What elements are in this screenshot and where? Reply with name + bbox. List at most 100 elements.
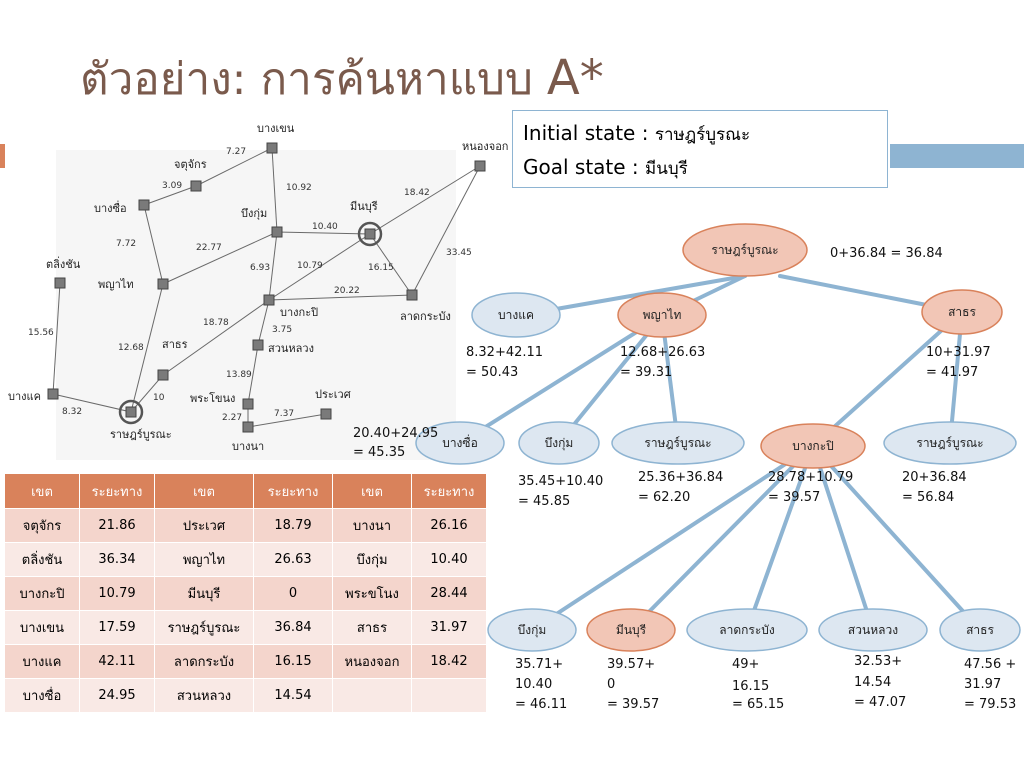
marker-suanluang bbox=[252, 339, 264, 351]
f-l1-0-a: 8.32+42.11 bbox=[466, 345, 543, 360]
initial-state-line: Initial state : ราษฎร์บูรณะ bbox=[523, 117, 877, 151]
tree-l2-label-0: บางซื่อ bbox=[442, 434, 478, 450]
tree-l2-label-2: ราษฎร์บูรณะ bbox=[644, 436, 711, 451]
edge-buengkum-bangkapi bbox=[268, 231, 278, 301]
tree-node-l1-phayathai: พญาไท bbox=[617, 292, 707, 338]
label-suanluang: สวนหลวง bbox=[268, 342, 314, 355]
weight-e4: 18.42 bbox=[404, 188, 430, 198]
weight-e20: 2.27 bbox=[222, 413, 242, 423]
weight-e15: 3.75 bbox=[272, 325, 292, 335]
label-bangna: บางนา bbox=[232, 440, 264, 453]
goal-state-value: มีนบุรี bbox=[645, 159, 688, 179]
f-l3-2-b: 16.15 bbox=[732, 679, 769, 694]
weight-e17: 10 bbox=[153, 393, 165, 403]
label-bangsue: บางซื่อ bbox=[94, 200, 127, 215]
tree-l3-label-4: สาธร bbox=[966, 623, 994, 637]
table-cell: 28.44 bbox=[411, 576, 487, 611]
f-l3-1-b: 0 bbox=[607, 677, 615, 692]
marker-chatuchak bbox=[190, 180, 202, 192]
edge-bangsue-phayathai bbox=[143, 204, 164, 285]
tree-edge-phayathai-bangsue bbox=[458, 314, 664, 445]
edge-buengkum-minburi bbox=[276, 231, 371, 235]
weight-e8: 33.45 bbox=[446, 248, 472, 258]
tree-l1-label-2: สาธร bbox=[948, 305, 976, 319]
label-phrakhanong: พระโขนง bbox=[190, 391, 235, 405]
goal-state-label: Goal state : bbox=[523, 155, 639, 179]
marker-latkrabang bbox=[406, 289, 418, 301]
table-cell: บางแค bbox=[4, 644, 80, 679]
tree-edge-bangkapi-buengkum bbox=[530, 444, 815, 632]
table-header-cell: ระยะทาง bbox=[411, 473, 487, 509]
table-cell bbox=[332, 678, 412, 713]
tree-edge-bangkapi-sathon bbox=[811, 444, 982, 632]
table-cell: 0 bbox=[253, 576, 333, 611]
slide-title: ตัวอย่าง: การค้นหาแบบ A* bbox=[80, 44, 604, 114]
f-l3-4-b: 31.97 bbox=[964, 677, 1001, 692]
label-latkrabang: ลาดกระบัง bbox=[400, 310, 451, 323]
title-astar: A* bbox=[546, 50, 604, 106]
edge-minburi-nongchok bbox=[369, 165, 481, 235]
edge-bangsue-chatuchak bbox=[143, 185, 197, 206]
table-cell: บึงกุ่ม bbox=[332, 542, 412, 577]
table-cell: สาธร bbox=[332, 610, 412, 645]
weight-e6: 22.77 bbox=[196, 243, 222, 253]
table-cell: 31.97 bbox=[411, 610, 487, 645]
marker-prawet bbox=[320, 408, 332, 420]
label-phayathai: พญาไท bbox=[98, 278, 134, 291]
tree-node-l2-bangkapi: บางกะปิ bbox=[760, 423, 866, 469]
table-cell: 42.11 bbox=[79, 644, 155, 679]
accent-right-bar bbox=[890, 144, 1024, 168]
tree-node-l1-bangkhae: บางแค bbox=[471, 292, 561, 338]
goal-state-line: Goal state : มีนบุรี bbox=[523, 151, 877, 185]
label-prawet: ประเวศ bbox=[315, 388, 351, 401]
table-cell: พญาไท bbox=[154, 542, 254, 577]
table-cell: 26.63 bbox=[253, 542, 333, 577]
f-l3-3-a: 32.53+ bbox=[854, 654, 902, 669]
heuristic-table: เขต ระยะทาง เขต ระยะทาง เขต ระยะทาง จตุจ… bbox=[4, 473, 487, 713]
tree-node-l3-minburi: มีนบุรี bbox=[586, 608, 676, 652]
table-cell: 24.95 bbox=[79, 678, 155, 713]
table-row: บางแค 42.11 ลาดกระบัง 16.15 หนองจอก 18.4… bbox=[4, 644, 487, 679]
edge-phayathai-ratburana bbox=[130, 283, 164, 413]
map-node-markers bbox=[47, 142, 486, 433]
label-bangkhae: บางแค bbox=[8, 390, 41, 403]
label-bangkapi: บางกะปิ bbox=[280, 306, 318, 319]
road-map bbox=[52, 147, 481, 428]
marker-phayathai bbox=[157, 278, 169, 290]
tree-node-l3-suanluang: สวนหลวง bbox=[818, 608, 928, 652]
table-cell: มีนบุรี bbox=[154, 576, 254, 611]
table-cell: จตุจักร bbox=[4, 508, 80, 543]
map-background bbox=[56, 150, 456, 460]
f-l3-1-a: 39.57+ bbox=[607, 657, 655, 672]
tree-node-l3-sathon: สาธร bbox=[939, 608, 1021, 652]
label-talingchan: ตลิ่งชัน bbox=[46, 256, 81, 271]
f-l2-0-b: = 45.35 bbox=[353, 445, 405, 460]
tree-node-l3-buengkum: บึงกุ่ม bbox=[487, 608, 577, 652]
table-cell: บางนา bbox=[332, 508, 412, 543]
edge-bangkhae-ratburana bbox=[52, 393, 132, 413]
f-l2-4-b: = 56.84 bbox=[902, 490, 954, 505]
table-cell bbox=[411, 678, 487, 713]
label-buengkum: บึงกุ่ม bbox=[241, 207, 267, 220]
table-cell: บางเขน bbox=[4, 610, 80, 645]
marker-minburi bbox=[364, 228, 376, 240]
f-l1-1-b: = 39.31 bbox=[620, 365, 672, 380]
tree-root-label: ราษฎร์บูรณะ bbox=[711, 243, 778, 258]
edge-suanluang-phrakhanong bbox=[247, 344, 259, 405]
tree-l3-label-0: บึงกุ่ม bbox=[518, 623, 547, 638]
minburi-goal-ring bbox=[357, 221, 383, 247]
marker-bangsue bbox=[138, 199, 150, 211]
f-l3-3-b: 14.54 bbox=[854, 675, 891, 690]
f-l1-0-b: = 50.43 bbox=[466, 365, 518, 380]
marker-bangkhen bbox=[266, 142, 278, 154]
table-header-cell: เขต bbox=[154, 473, 254, 509]
table-cell: สวนหลวง bbox=[154, 678, 254, 713]
tree-node-l2-ratburana: ราษฎร์บูรณะ bbox=[611, 421, 745, 465]
label-chatuchak: จตุจักร bbox=[174, 158, 207, 171]
weight-e14: 18.78 bbox=[203, 318, 229, 328]
initial-state-label: Initial state : bbox=[523, 121, 649, 145]
marker-bangkapi bbox=[263, 294, 275, 306]
table-row: บางกะปิ 10.79 มีนบุรี 0 พระขโนง 28.44 bbox=[4, 576, 487, 611]
table-cell: ตลิ่งชัน bbox=[4, 542, 80, 577]
tree-node-l1-sathon: สาธร bbox=[921, 289, 1003, 335]
